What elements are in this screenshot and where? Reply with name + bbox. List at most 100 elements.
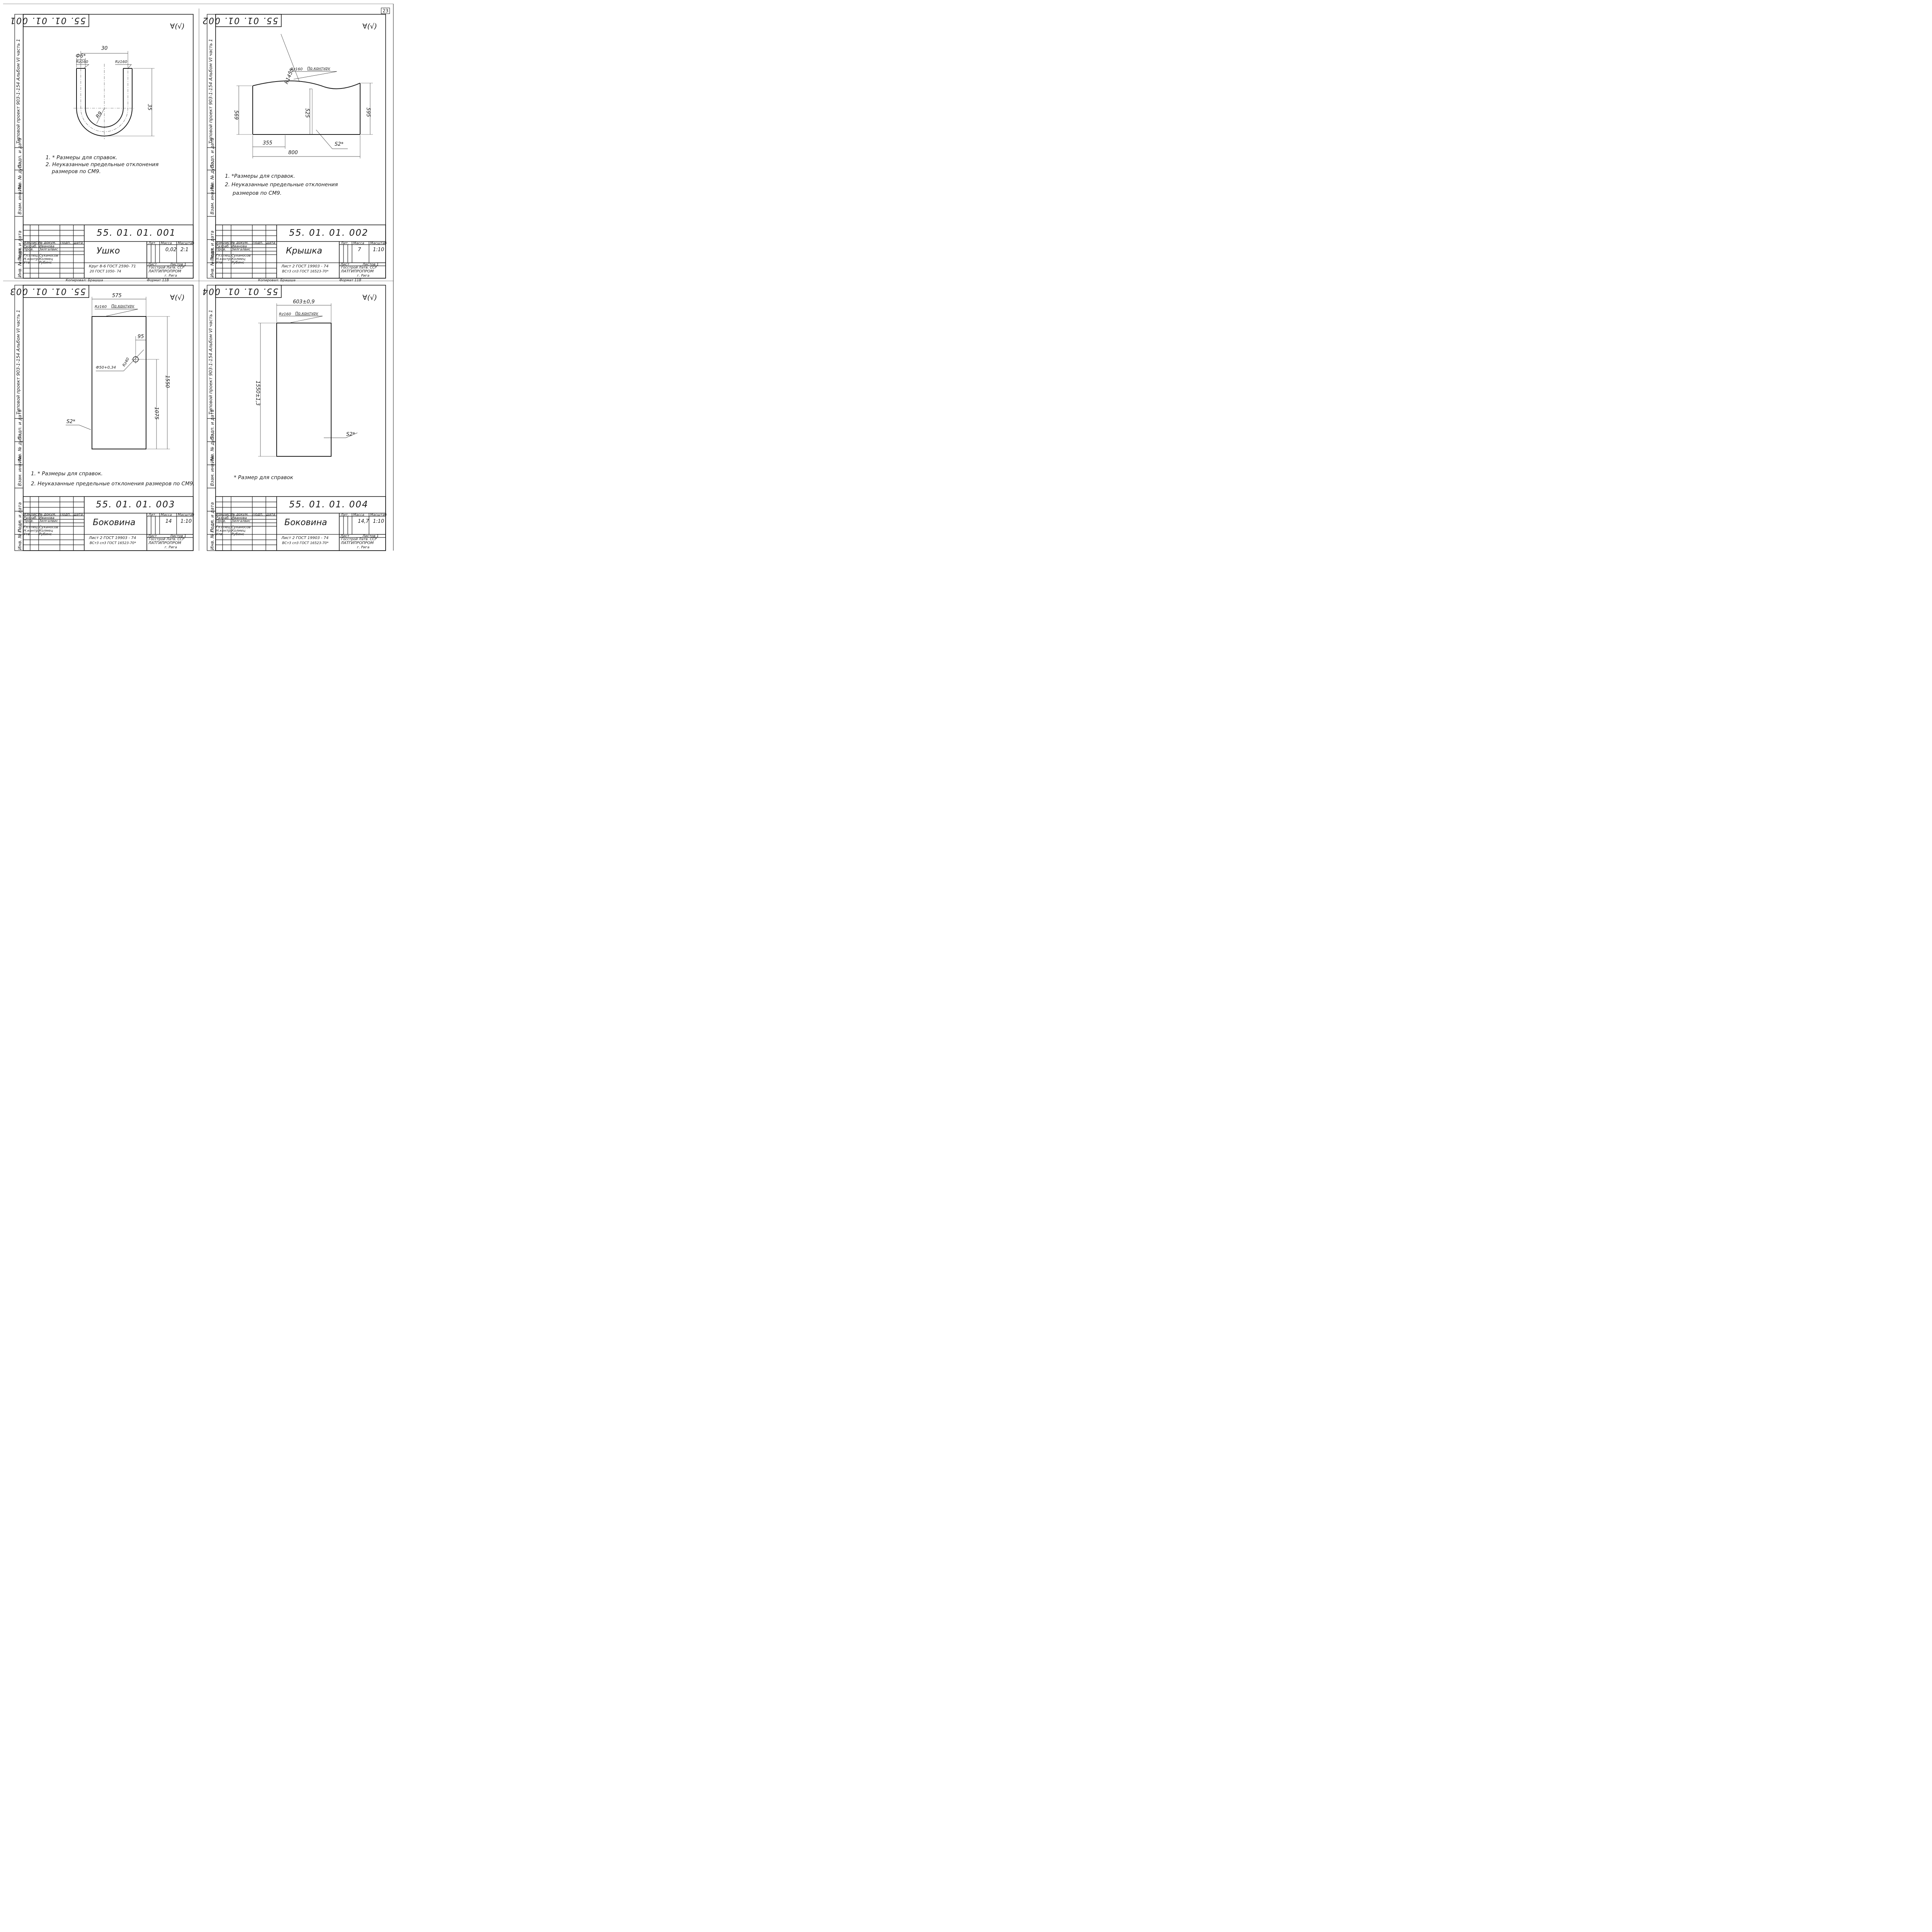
tb-org: ЛАТГИПРОПРОМ: [148, 269, 181, 274]
surface-roughness-symbol: ∀(√): [362, 294, 377, 302]
sheet-code-flipped: 55. 01. 01. 002: [202, 15, 278, 25]
dim-diameter: Ф6*: [76, 53, 86, 59]
tb-material-bottom: 20 ГОСТ 1050- 74: [90, 270, 121, 274]
sheet-3-frame: [14, 285, 194, 551]
tb-sheet-label: Лист: [148, 534, 157, 538]
contour-label: По контуру: [111, 304, 134, 308]
side-cell: Подп. и дата: [17, 230, 22, 261]
tb-column-label: Изм.: [24, 241, 32, 245]
sheet-code: 55. 01. 01. 001: [97, 228, 176, 238]
tb-role: Н.контр.: [216, 257, 232, 261]
tb-role: Утв.: [24, 532, 31, 536]
tb-org-city: г. Рига: [357, 274, 369, 278]
note-line: 1. * Размеры для справок.: [31, 471, 103, 477]
tb-role: Пров.: [216, 248, 226, 252]
tb-role: Утв.: [24, 261, 31, 265]
tb-scale-label: Масштаб: [370, 242, 387, 245]
sheet-code-flipped: 55. 01. 01. 003: [9, 286, 86, 296]
tb-column-label: № докум.: [231, 241, 249, 245]
tb-scale-label: Масштаб: [178, 513, 194, 517]
tb-person: Колмец: [231, 257, 246, 261]
dim-height: 525: [304, 108, 310, 118]
tb-column-label: Изм.: [216, 513, 224, 517]
tb-person: Суханосов: [231, 526, 251, 529]
tb-mass: 0,02: [165, 247, 177, 253]
tb-scale-label: Масштаб: [178, 242, 194, 245]
dim-height: 1550±1,3: [254, 381, 260, 406]
part-name: Боковина: [93, 518, 136, 527]
tb-sheets-count: Листов 1: [362, 263, 379, 267]
tb-org-top: Госстрой Латв. ССР: [341, 266, 377, 270]
tb-material-top: Круг 8-6 ГОСТ 2590- 71: [89, 264, 136, 269]
tb-column-label: Подп.: [60, 513, 71, 517]
part-kryshka: [236, 34, 373, 158]
tb-material-bottom: ВСт3 сп3 ГОСТ 16523-70*: [90, 541, 136, 545]
tb-person: Рубинс: [39, 261, 52, 265]
dim-hole-offset: 95: [138, 334, 144, 340]
page-number: 23: [381, 8, 390, 14]
tb-sheet-label: Лист: [340, 534, 349, 538]
side-cell: Подп. и дата: [17, 409, 22, 440]
tb-person: Суханосов: [39, 254, 58, 258]
tb-role: Разраб.: [216, 516, 230, 520]
side-cell: Подп. и дата: [209, 502, 215, 532]
tb-lit-label: Лит.: [148, 513, 156, 517]
tb-role: Н.контр.: [24, 257, 39, 261]
tb-org-city: г. Рига: [165, 546, 177, 549]
dim-width: 603±0,9: [293, 299, 315, 305]
tb-org: ЛАТГИПРОПРОМ: [341, 269, 374, 274]
tb-org-top: Госстрой Латв. ССР: [341, 537, 377, 541]
note-line: размеров по СМ9.: [233, 190, 282, 196]
tb-scale: 1:10: [373, 519, 384, 524]
tb-material-bottom: ВСт3 сп3 ГОСТ 16523-70*: [282, 270, 329, 274]
tb-column-label: Дата: [74, 241, 83, 245]
tb-role: Пров.: [24, 248, 34, 252]
tb-column-label: Дата: [74, 513, 83, 517]
dim-thickness: S2*: [335, 141, 344, 147]
note-line: 2. Неуказанные предельные отклонения: [225, 182, 338, 188]
note-line: 2. Неуказанные предельные отклонения раз…: [31, 481, 195, 487]
tb-sheets-count: Листов 1: [362, 534, 379, 538]
tb-role: Утв.: [216, 532, 223, 536]
tb-person: Зилгалвис: [39, 248, 58, 252]
tb-column-label: № докум.: [39, 513, 56, 517]
rz-label: Rz160: [279, 312, 291, 316]
tb-column-label: Дата: [266, 513, 276, 517]
tb-role: Пров.: [216, 519, 226, 523]
tb-scale: 1:10: [373, 247, 384, 253]
part-bokovina-2: [258, 303, 358, 457]
tb-copied: Копировал: Брашша: [66, 279, 103, 282]
part-name: Боковина: [284, 518, 327, 527]
dim-offset: 355: [263, 140, 272, 146]
sheet-4-frame: [207, 285, 386, 551]
tb-role: Гл.спец.: [24, 526, 39, 529]
tb-person: Зилгалвис: [231, 248, 251, 252]
tb-role: Разраб.: [24, 245, 37, 248]
dim-width: 800: [288, 150, 298, 156]
tb-sheets-count: Листов 1: [170, 534, 187, 538]
surface-roughness-symbol: ∀(√): [362, 22, 377, 31]
dim-thickness: S2*: [66, 419, 76, 425]
tb-person: Колмец: [39, 257, 53, 261]
sheet-code-flipped: 55. 01. 01. 004: [202, 286, 278, 296]
tb-mass: 14: [165, 519, 172, 524]
tb-scale-label: Масштаб: [370, 513, 387, 517]
tb-role: Разраб.: [24, 516, 37, 520]
tb-column-label: Лист: [223, 241, 232, 245]
dim-height: 569: [233, 110, 239, 120]
sheet-2-frame: [207, 14, 386, 279]
tb-column-label: Подп.: [60, 241, 71, 245]
side-cell: Подп. и дата: [17, 138, 22, 168]
tb-sheet-label: Лист: [148, 263, 157, 267]
sheet-code: 55. 01. 01. 004: [289, 500, 369, 510]
rz-label: Rz160: [76, 60, 88, 64]
note-line: 2. Неуказанные предельные отклонения: [46, 162, 159, 168]
tb-column-label: Изм.: [24, 513, 32, 517]
part-ushko: [73, 51, 155, 139]
tb-sheets-count: Листов 1: [170, 263, 187, 267]
tb-role: Пров.: [24, 519, 34, 523]
tb-org: ЛАТГИПРОПРОМ: [341, 541, 374, 545]
tb-column-label: № докум.: [39, 241, 56, 245]
tb-column-label: Лист: [223, 513, 232, 517]
drawing-linework: [3, 3, 394, 551]
